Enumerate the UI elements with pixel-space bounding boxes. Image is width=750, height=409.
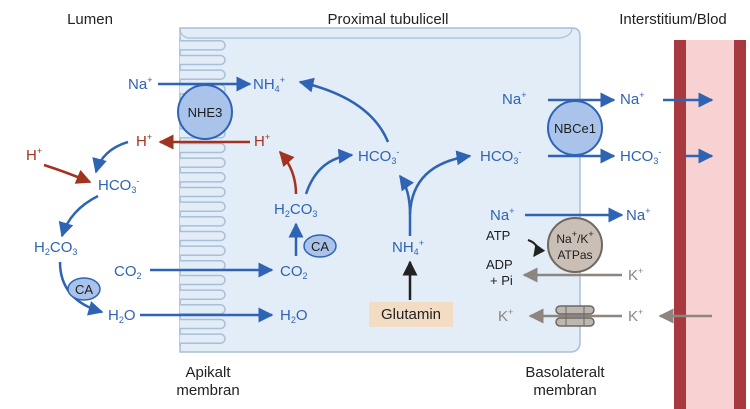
apical-label-2: membran [176, 382, 240, 399]
hco3-basolateral-in: HCO3- [480, 147, 522, 166]
atp-label: ATP [486, 228, 511, 243]
arrow-metab-to-hco3-right [408, 150, 472, 215]
h-lumen-far: H+ [26, 146, 43, 164]
na-lumen: Na+ [128, 75, 153, 93]
h2o-lumen: H2O [108, 307, 136, 325]
header-lumen: Lumen [67, 11, 113, 28]
k-atpase-out: K+ [628, 266, 644, 284]
atpase-label-1: Na+/K+ [556, 229, 594, 246]
hco3-cell: HCO3- [358, 147, 400, 166]
k-interstitium: K+ [628, 307, 644, 325]
k-cell: K+ [498, 307, 514, 325]
glutamine-label: Glutamin [380, 306, 442, 323]
h2co3-lumen: H2CO3 [34, 239, 78, 257]
co2-cell: CO2 [280, 263, 308, 281]
nh4-cell-bottom: NH4+ [392, 238, 424, 257]
arrow-h-lumen-to-hco3 [92, 140, 129, 174]
cell-body [179, 27, 581, 353]
pi-label: + Pi [490, 273, 513, 288]
ca-label-cell: CA [310, 239, 330, 254]
h-cell: H+ [254, 132, 271, 150]
basolateral-label-2: membran [533, 382, 597, 399]
vessel-wall-left [674, 40, 686, 409]
nhe3-transporter [177, 84, 233, 140]
nbce1-transporter [547, 100, 603, 156]
basolateral-label-1: Basolateralt [525, 364, 605, 381]
arrow-h2co3-to-h [279, 150, 298, 195]
adp-label: ADP [486, 257, 513, 272]
ca-badge-cell [303, 234, 337, 258]
arrow-hco3-to-h2co3 [58, 194, 99, 238]
na-k-atpase [547, 217, 603, 273]
nbce1-label: NBCe1 [554, 121, 596, 136]
cell-top-edge [179, 27, 573, 39]
arrow-hco3-to-nh4 [298, 77, 390, 143]
header-cell: Proximal tubulicell [327, 11, 449, 28]
ca-label-lumen: CA [74, 282, 94, 297]
h2o-cell: H2O [280, 307, 308, 325]
arrow-h-to-hco3 [43, 163, 92, 184]
arrow-h2co3-to-hco3 [304, 148, 354, 195]
arrow-atp-to-adp [527, 239, 546, 257]
h2co3-cell: H2CO3 [274, 201, 318, 219]
na-atpase-in: Na+ [490, 206, 515, 224]
nh4-cell-top: NH4+ [253, 75, 285, 94]
vessel-wall-right [734, 40, 746, 409]
hco3-lumen: HCO3- [98, 176, 140, 195]
nhe3-label: NHE3 [187, 105, 223, 120]
vessel-lumen [686, 40, 734, 409]
na-basolateral-in: Na+ [502, 90, 527, 108]
ca-badge-lumen [67, 277, 101, 301]
apical-label-1: Apikalt [185, 364, 231, 381]
glutamine-box: Glutamin [369, 302, 453, 327]
atpase-label-2: ATPas [557, 248, 593, 262]
co2-lumen: CO2 [114, 263, 142, 281]
na-interstitium: Na+ [620, 90, 645, 108]
header-interstitium: Interstitium/Blod [619, 11, 727, 28]
h-lumen: H+ [136, 132, 153, 150]
na-atpase-out: Na+ [626, 206, 651, 224]
k-channel [555, 305, 595, 327]
hco3-interstitium: HCO3- [620, 147, 662, 166]
